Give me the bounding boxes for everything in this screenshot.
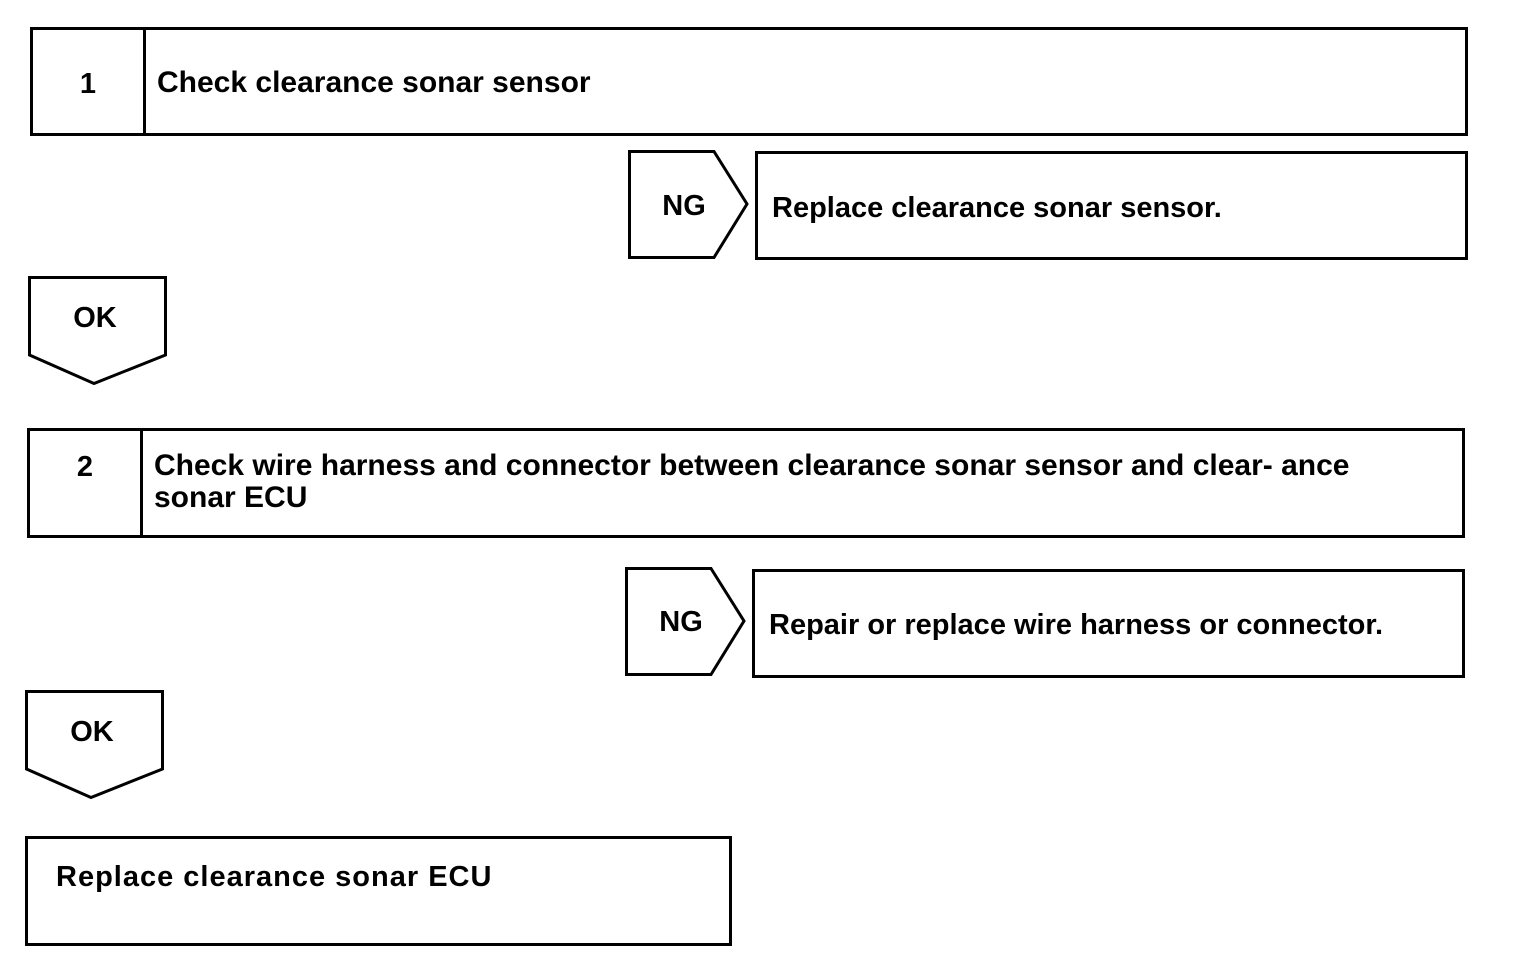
step-2-ok-arrow: OK bbox=[25, 690, 165, 800]
step-2-ng-label: NG bbox=[659, 606, 703, 638]
step-2-ng-arrow: NG bbox=[625, 567, 747, 677]
step-2-number: 2 bbox=[30, 431, 143, 535]
step-2-ok-label: OK bbox=[70, 716, 114, 748]
step-2-box: 2 Check wire harness and connector betwe… bbox=[27, 428, 1465, 538]
final-action: Replace clearance sonar ECU bbox=[56, 861, 493, 893]
step-2-ng-action: Repair or replace wire harness or connec… bbox=[769, 609, 1384, 641]
step-2-title: Check wire harness and connector between… bbox=[154, 449, 1350, 514]
step-1-title: Check clearance sonar sensor bbox=[157, 66, 591, 99]
step-1-box: 1 Check clearance sonar sensor bbox=[30, 27, 1468, 136]
step-1-ng-label: NG bbox=[662, 190, 706, 222]
ng-arrow-right-icon bbox=[628, 150, 749, 259]
ng-arrow-right-icon bbox=[625, 567, 746, 676]
final-action-box: Replace clearance sonar ECU bbox=[25, 836, 732, 946]
step-1-ok-label: OK bbox=[73, 302, 117, 334]
step-1-number: 1 bbox=[33, 30, 146, 133]
step-2-ng-action-box: Repair or replace wire harness or connec… bbox=[752, 569, 1465, 678]
step-1-ng-action: Replace clearance sonar sensor. bbox=[772, 192, 1222, 224]
step-1-ng-arrow: NG bbox=[628, 150, 750, 260]
step-1-ng-action-box: Replace clearance sonar sensor. bbox=[755, 151, 1468, 260]
step-1-ok-arrow: OK bbox=[28, 276, 168, 386]
ok-arrow-down-icon bbox=[25, 690, 164, 800]
ok-arrow-down-icon bbox=[28, 276, 167, 386]
